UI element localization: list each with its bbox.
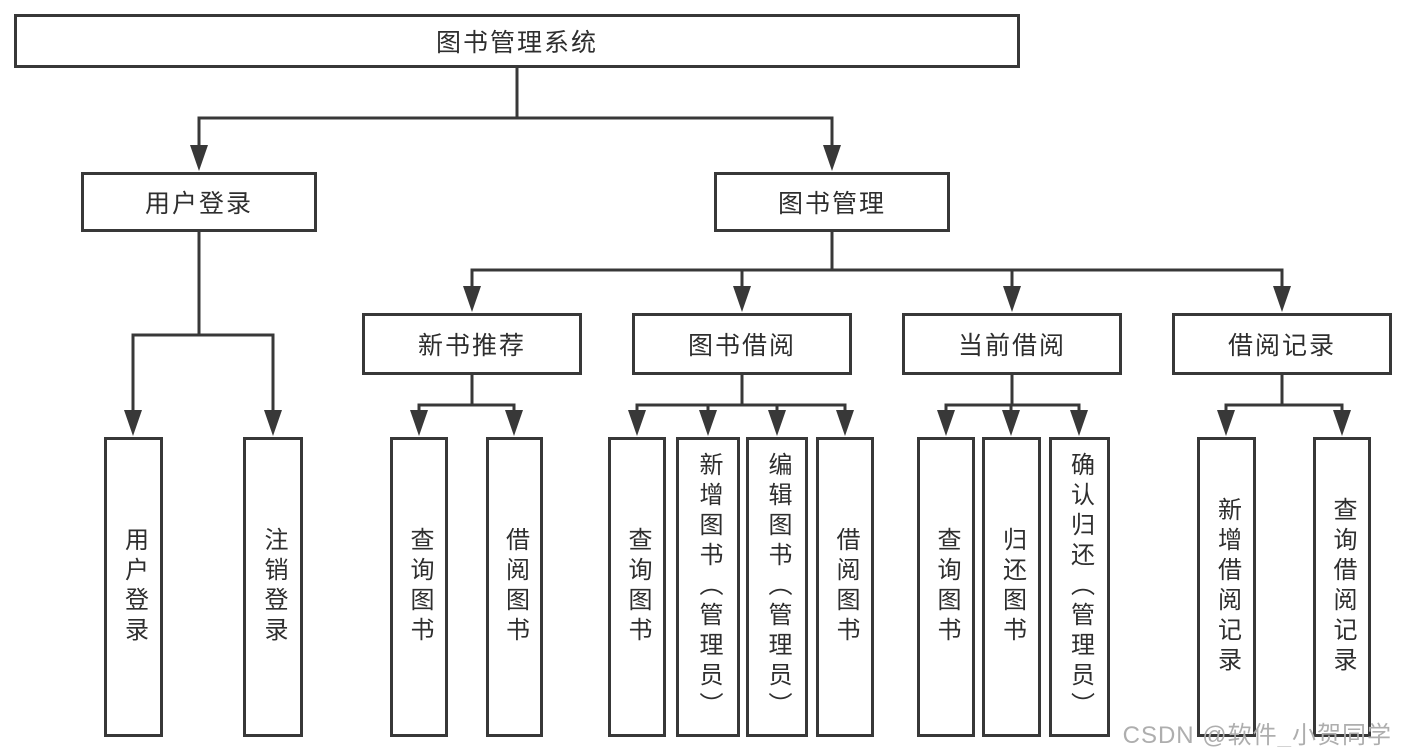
node-book-management: 图书管理 xyxy=(714,172,950,232)
node-label: 借阅图书 xyxy=(832,527,859,647)
node-label: 新书推荐 xyxy=(417,332,526,360)
node-label: 用户登录 xyxy=(120,527,148,647)
connector-current-children xyxy=(937,373,1088,436)
node-label: 用户登录 xyxy=(144,190,253,218)
node-label: 新增借阅记录 xyxy=(1213,497,1241,677)
connector-login-children xyxy=(124,230,282,436)
node-label: 借阅记录 xyxy=(1227,332,1336,360)
node-borrow-records: 借阅记录 xyxy=(1172,313,1392,375)
leaf-logout: 注销登录 xyxy=(243,437,303,737)
leaf-cb-confirm-return-admin: 确认归还（管理员） xyxy=(1049,437,1110,737)
watermark-text: CSDN @软件_小贺同学 xyxy=(1122,722,1392,747)
node-label: 图书管理 xyxy=(777,190,886,218)
node-label: 查询图书 xyxy=(406,527,433,647)
leaf-bb-edit-books-admin: 编辑图书（管理员） xyxy=(746,437,808,737)
connector-root-to-level2 xyxy=(190,66,841,171)
connector-records-children xyxy=(1217,373,1351,436)
leaf-nb-query-books: 查询图书 xyxy=(390,437,448,737)
node-label: 查询借阅记录 xyxy=(1329,497,1356,677)
leaf-bb-borrow-books: 借阅图书 xyxy=(816,437,874,737)
node-label: 注销登录 xyxy=(260,527,287,647)
node-label: 编辑图书（管理员） xyxy=(764,452,791,722)
node-label: 图书借阅 xyxy=(687,332,796,360)
node-label: 图书管理系统 xyxy=(435,29,598,57)
leaf-cb-return-books: 归还图书 xyxy=(982,437,1041,737)
node-label: 借阅图书 xyxy=(501,527,529,647)
leaf-br-add-record: 新增借阅记录 xyxy=(1197,437,1256,737)
node-user-login: 用户登录 xyxy=(81,172,317,232)
connector-management-to-level3 xyxy=(463,230,1291,312)
node-new-book-recommend: 新书推荐 xyxy=(362,313,582,375)
leaf-user-login: 用户登录 xyxy=(104,437,163,737)
connector-borrow-children xyxy=(628,373,854,436)
leaf-bb-query-books: 查询图书 xyxy=(608,437,666,737)
node-library-system: 图书管理系统 xyxy=(14,14,1020,68)
leaf-nb-borrow-books: 借阅图书 xyxy=(486,437,543,737)
node-label: 当前借阅 xyxy=(957,332,1066,360)
leaf-bb-add-books-admin: 新增图书（管理员） xyxy=(676,437,740,737)
leaf-cb-query-books: 查询图书 xyxy=(917,437,975,737)
node-label: 查询图书 xyxy=(933,527,960,647)
node-label: 归还图书 xyxy=(998,527,1026,647)
node-book-borrow: 图书借阅 xyxy=(632,313,852,375)
node-label: 查询图书 xyxy=(624,527,651,647)
node-label: 新增图书（管理员） xyxy=(695,452,722,722)
connector-newbook-children xyxy=(410,373,523,436)
node-current-borrow: 当前借阅 xyxy=(902,313,1122,375)
node-label: 确认归还（管理员） xyxy=(1066,452,1094,722)
leaf-br-query-record: 查询借阅记录 xyxy=(1313,437,1371,737)
